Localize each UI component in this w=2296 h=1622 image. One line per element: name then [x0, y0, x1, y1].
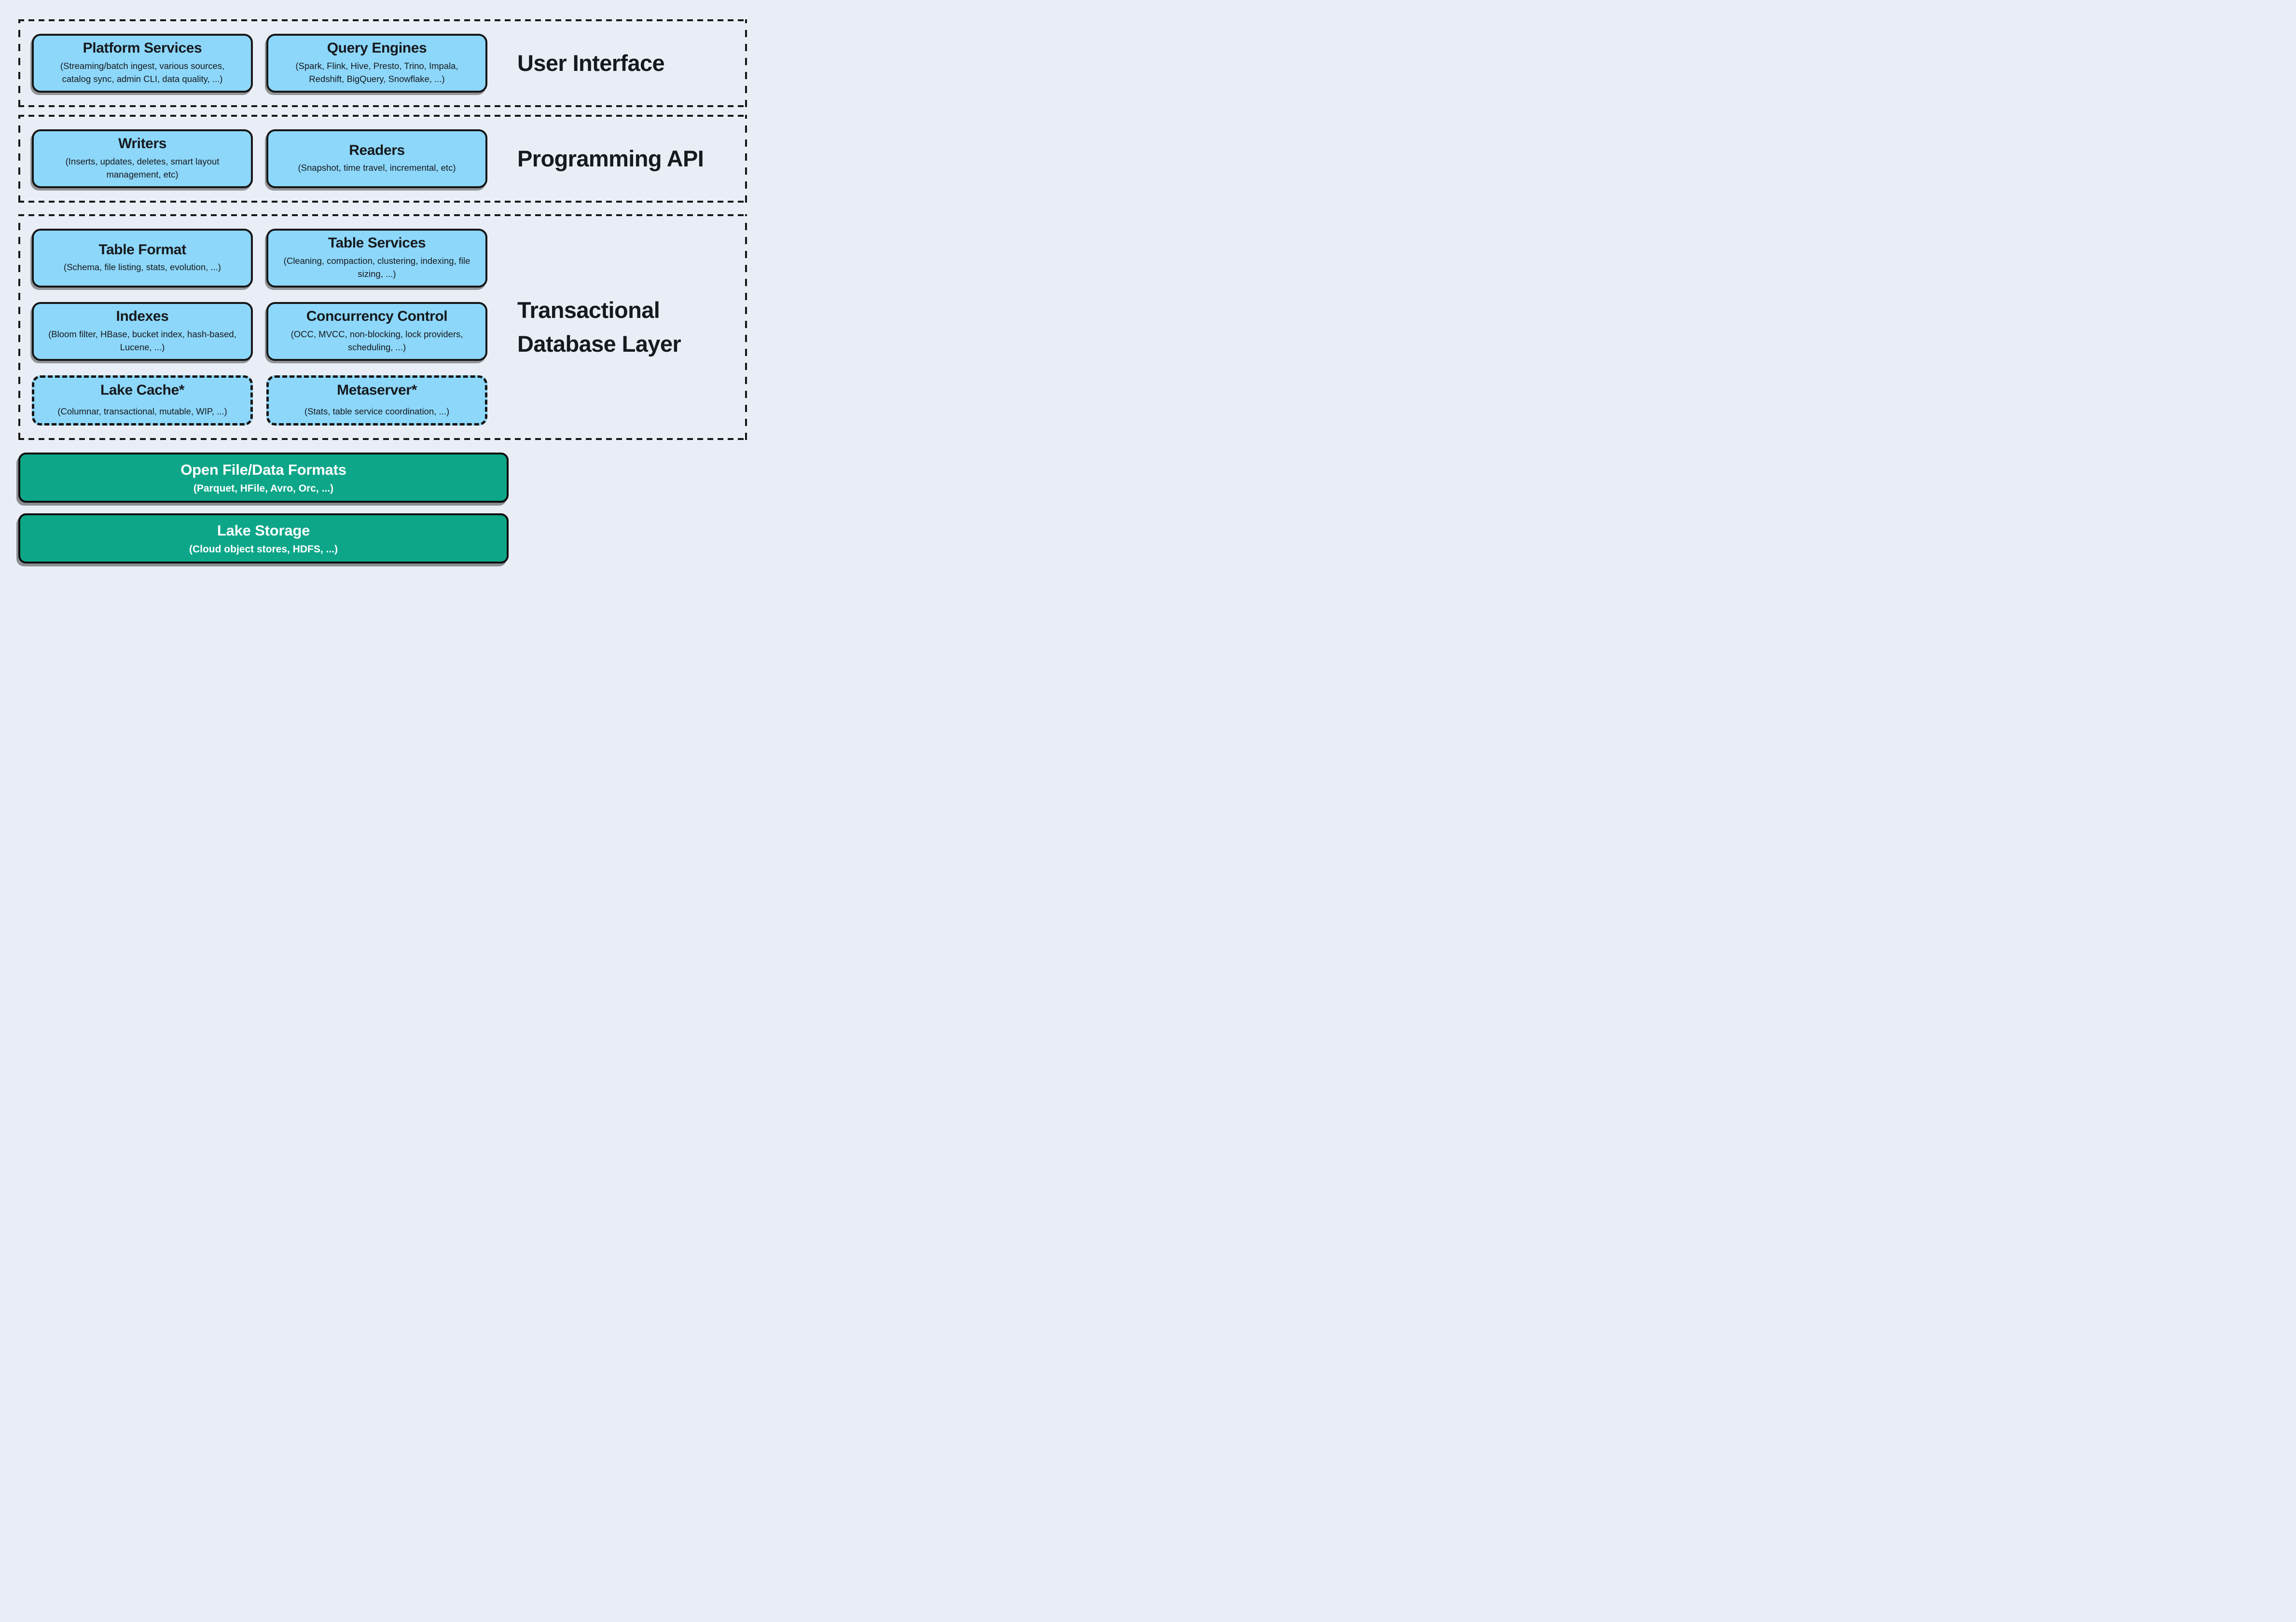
box-metaserver: Metaserver* (Stats, table service coordi… — [266, 375, 487, 426]
section-user-interface: Platform Services (Streaming/batch inges… — [18, 19, 747, 107]
box-title: Table Format — [98, 241, 186, 258]
box-title: Metaserver* — [337, 382, 417, 399]
architecture-diagram: Platform Services (Streaming/batch inges… — [0, 0, 765, 564]
box-title: Readers — [349, 142, 405, 158]
section-label-transactional-database-layer: Transactional Database Layer — [517, 297, 681, 357]
box-subtitle: (Streaming/batch ingest, various sources… — [60, 60, 225, 84]
box-readers: Readers (Snapshot, time travel, incremen… — [266, 129, 487, 188]
bar-open-file-data-formats: Open File/Data Formats (Parquet, HFile, … — [18, 453, 509, 503]
box-subtitle: (Cleaning, compaction, clustering, index… — [283, 255, 470, 279]
box-indexes: Indexes (Bloom filter, HBase, bucket ind… — [32, 302, 253, 361]
transactional-layer-boxes: Table Format (Schema, file listing, stat… — [32, 229, 487, 426]
bar-title: Lake Storage — [217, 522, 310, 539]
box-title: Writers — [118, 136, 167, 151]
bar-subtitle: (Cloud object stores, HDFS, ...) — [189, 543, 338, 555]
box-lake-cache: Lake Cache* (Columnar, transactional, mu… — [32, 375, 253, 426]
section-label-user-interface: User Interface — [517, 50, 665, 76]
user-interface-boxes: Platform Services (Streaming/batch inges… — [32, 34, 487, 93]
box-title: Lake Cache* — [100, 382, 185, 399]
box-subtitle: (Schema, file listing, stats, evolution,… — [64, 262, 221, 273]
bar-lake-storage: Lake Storage (Cloud object stores, HDFS,… — [18, 513, 509, 564]
box-title: Query Engines — [327, 40, 427, 56]
box-title: Indexes — [116, 308, 169, 324]
box-concurrency-control: Concurrency Control (OCC, MVCC, non-bloc… — [266, 302, 487, 361]
box-table-format: Table Format (Schema, file listing, stat… — [32, 229, 253, 288]
bar-subtitle: (Parquet, HFile, Avro, Orc, ...) — [193, 482, 334, 494]
box-subtitle: (Inserts, updates, deletes, smart layout… — [65, 156, 220, 180]
box-platform-services: Platform Services (Streaming/batch inges… — [32, 34, 253, 93]
section-transactional-database-layer: Table Format (Schema, file listing, stat… — [18, 214, 747, 440]
box-subtitle: (Snapshot, time travel, incremental, etc… — [298, 163, 456, 173]
box-query-engines: Query Engines (Spark, Flink, Hive, Prest… — [266, 34, 487, 93]
box-writers: Writers (Inserts, updates, deletes, smar… — [32, 129, 253, 188]
section-label-programming-api: Programming API — [517, 145, 704, 171]
box-title: Table Services — [328, 235, 426, 251]
box-table-services: Table Services (Cleaning, compaction, cl… — [266, 229, 487, 288]
bar-title: Open File/Data Formats — [180, 461, 346, 478]
box-subtitle: (Stats, table service coordination, ...) — [304, 406, 450, 416]
box-subtitle: (Spark, Flink, Hive, Presto, Trino, Impa… — [295, 60, 458, 84]
box-title: Platform Services — [83, 40, 202, 56]
section-programming-api: Writers (Inserts, updates, deletes, smar… — [18, 115, 747, 203]
box-subtitle: (OCC, MVCC, non-blocking, lock providers… — [290, 329, 463, 353]
box-subtitle: (Columnar, transactional, mutable, WIP, … — [57, 406, 227, 416]
box-title: Concurrency Control — [306, 308, 448, 324]
programming-api-boxes: Writers (Inserts, updates, deletes, smar… — [32, 129, 487, 188]
box-subtitle: (Bloom filter, HBase, bucket index, hash… — [48, 329, 236, 353]
